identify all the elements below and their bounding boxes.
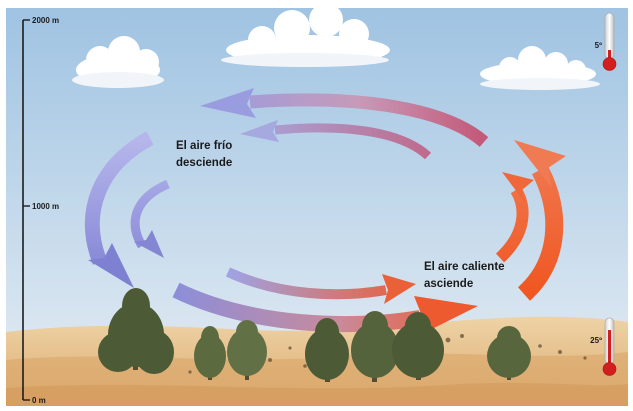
tree bbox=[227, 320, 267, 380]
scale-label-bottom: 0 m bbox=[32, 396, 46, 405]
cloud-left bbox=[72, 36, 164, 88]
warm-air-text-line2: asciende bbox=[424, 278, 473, 290]
thermometer-cold-icon: 5º bbox=[595, 12, 617, 71]
cold-air-text-line1: El aire frío bbox=[176, 140, 232, 152]
tree bbox=[305, 318, 349, 382]
cloud-right bbox=[480, 46, 600, 90]
cold-air-text-line2: desciende bbox=[176, 157, 232, 169]
scale-label-top: 2000 m bbox=[32, 16, 59, 25]
cloud-center bbox=[221, 3, 390, 67]
trees bbox=[98, 288, 587, 382]
cold-air-top-arrow bbox=[200, 88, 489, 148]
altitude-scale: 2000 m 1000 m 0 m bbox=[22, 16, 59, 405]
tree bbox=[392, 312, 444, 380]
warm-air-text-line1: El aire caliente bbox=[424, 261, 505, 273]
warm-air-annotation: El aire caliente asciende bbox=[424, 261, 505, 290]
warm-air-inner-right-arrow bbox=[495, 172, 534, 263]
thermometer-warm-icon: 25º bbox=[590, 317, 617, 376]
cold-air-left-arrow bbox=[84, 131, 154, 288]
tree bbox=[487, 326, 531, 380]
cold-air-inner-left-arrow bbox=[130, 179, 170, 258]
tree bbox=[194, 326, 226, 380]
thermometer-top-label: 5º bbox=[595, 41, 602, 50]
cold-air-inner-top-arrow bbox=[240, 120, 432, 160]
scale-label-middle: 1000 m bbox=[32, 202, 59, 211]
cold-air-annotation: El aire frío desciende bbox=[176, 140, 232, 169]
warm-air-inner-bottom-arrow bbox=[225, 267, 416, 304]
warm-air-right-arrow bbox=[514, 140, 566, 301]
thermometer-bottom-label: 25º bbox=[590, 336, 602, 345]
tree bbox=[98, 288, 174, 374]
tree bbox=[351, 311, 399, 382]
bushes bbox=[188, 334, 587, 374]
